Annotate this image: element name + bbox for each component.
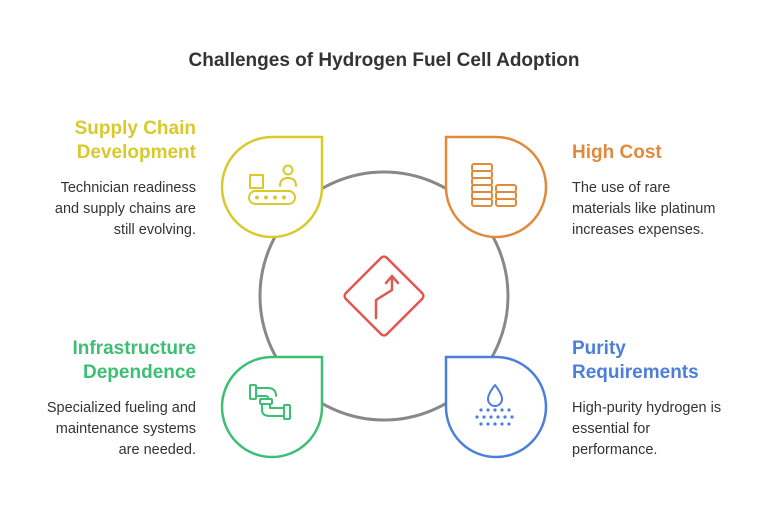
supply-chain-heading: Supply Chain Development [20, 117, 196, 165]
droplet-spray-icon [475, 384, 514, 426]
infrastructure-desc-line2: maintenance systems [55, 421, 196, 437]
high-cost-desc-line2: materials like platinum [572, 201, 716, 217]
purity-heading-line2: Requirements [572, 362, 699, 383]
infrastructure-desc-line3: are needed. [118, 442, 196, 458]
infrastructure-heading: Infrastructure Dependence [20, 337, 196, 385]
supply-chain-badge [220, 135, 324, 239]
conveyor-worker-icon [248, 164, 297, 205]
high-cost-badge [444, 135, 548, 239]
purity-desc-line2: essential for [572, 421, 651, 437]
supply-chain-desc-line3: still evolving. [113, 222, 196, 238]
high-cost-heading-line1: High Cost [572, 142, 662, 163]
supply-chain-heading-line2: Development [76, 142, 196, 163]
purity-heading-line1: Purity [572, 338, 626, 359]
infrastructure-heading-line1: Infrastructure [72, 338, 196, 359]
supply-chain-heading-line1: Supply Chain [74, 118, 196, 139]
infrastructure-badge [220, 355, 324, 459]
high-cost-heading: High Cost [572, 141, 752, 165]
supply-chain-desc-line2: and supply chains are [54, 201, 196, 217]
high-cost-desc-line3: increases expenses. [572, 222, 705, 238]
purity-badge [444, 355, 548, 459]
infrastructure-description: Specialized fueling and maintenance syst… [10, 398, 196, 461]
winding-road-sign-icon [343, 255, 425, 337]
infrastructure-heading-line2: Dependence [83, 362, 196, 383]
purity-description: High-purity hydrogen is essential for pe… [572, 398, 758, 461]
pipes-icon [249, 384, 291, 420]
high-cost-description: The use of rare materials like platinum … [572, 178, 758, 241]
purity-heading: Purity Requirements [572, 337, 752, 385]
page-title: Challenges of Hydrogen Fuel Cell Adoptio… [188, 50, 580, 71]
supply-chain-desc-line1: Technician readiness [60, 180, 196, 196]
supply-chain-description: Technician readiness and supply chains a… [10, 178, 196, 241]
high-cost-desc-line1: The use of rare [572, 180, 671, 196]
purity-desc-line1: High-purity hydrogen is [572, 400, 722, 416]
infrastructure-desc-line1: Specialized fueling and [46, 400, 196, 416]
purity-desc-line3: performance. [572, 442, 658, 458]
center-ring [258, 170, 510, 422]
coin-stacks-icon [471, 163, 517, 207]
